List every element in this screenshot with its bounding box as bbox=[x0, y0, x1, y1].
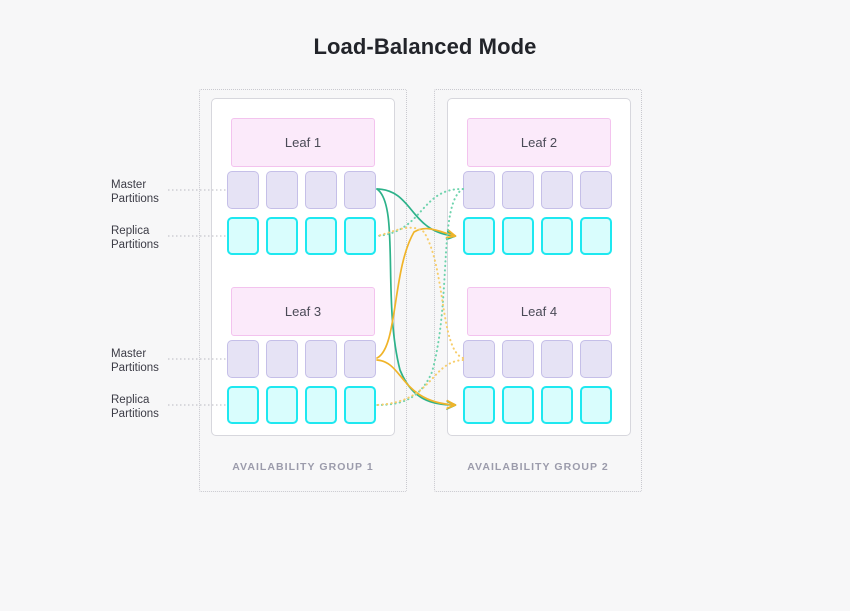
leaf-3-replica-partition-2[interactable] bbox=[266, 386, 298, 424]
leaf-1-replica-partition-4[interactable] bbox=[344, 217, 376, 255]
label-master-partitions-top: Master Partitions bbox=[111, 179, 159, 205]
leaf-3-master-partition-3[interactable] bbox=[305, 340, 337, 378]
leaf-4-master-partition-2[interactable] bbox=[502, 340, 534, 378]
leaf-1-replica-partition-1[interactable] bbox=[227, 217, 259, 255]
leaf-4-master-partition-3[interactable] bbox=[541, 340, 573, 378]
leaf-2-master-partition-2[interactable] bbox=[502, 171, 534, 209]
leaf-1-master-partition-4[interactable] bbox=[344, 171, 376, 209]
leaf-1-master-partition-3[interactable] bbox=[305, 171, 337, 209]
leaf-4-master-partition-1[interactable] bbox=[463, 340, 495, 378]
leaf-3-master-partition-4[interactable] bbox=[344, 340, 376, 378]
leaf-2-box[interactable]: Leaf 2 bbox=[467, 118, 611, 167]
leaf-3-master-partition-1[interactable] bbox=[227, 340, 259, 378]
leaf-4-replica-partition-4[interactable] bbox=[580, 386, 612, 424]
leaf-4-replica-partition-2[interactable] bbox=[502, 386, 534, 424]
leaf-4-master-partition-4[interactable] bbox=[580, 340, 612, 378]
leaf-1-replica-partition-2[interactable] bbox=[266, 217, 298, 255]
leaf-4-box[interactable]: Leaf 4 bbox=[467, 287, 611, 336]
leaf-1-replica-partition-3[interactable] bbox=[305, 217, 337, 255]
leaf-4-replica-partition-3[interactable] bbox=[541, 386, 573, 424]
leaf-2-master-partition-3[interactable] bbox=[541, 171, 573, 209]
leaf-1-master-partition-1[interactable] bbox=[227, 171, 259, 209]
leaf-1-box[interactable]: Leaf 1 bbox=[231, 118, 375, 167]
leaf-3-master-partition-2[interactable] bbox=[266, 340, 298, 378]
leaf-2-replica-partition-1[interactable] bbox=[463, 217, 495, 255]
leaf-3-replica-partition-4[interactable] bbox=[344, 386, 376, 424]
leaf-3-box[interactable]: Leaf 3 bbox=[231, 287, 375, 336]
leaf-3-replica-partition-3[interactable] bbox=[305, 386, 337, 424]
availability-group-2-caption: AVAILABILITY GROUP 2 bbox=[467, 461, 609, 473]
availability-group-1-caption: AVAILABILITY GROUP 1 bbox=[232, 461, 374, 473]
leaf-2-master-partition-4[interactable] bbox=[580, 171, 612, 209]
leaf-2-replica-partition-3[interactable] bbox=[541, 217, 573, 255]
leaf-2-master-partition-1[interactable] bbox=[463, 171, 495, 209]
label-replica-partitions-bottom: Replica Partitions bbox=[111, 394, 159, 420]
page-title: Load-Balanced Mode bbox=[313, 34, 537, 59]
label-master-partitions-bottom: Master Partitions bbox=[111, 348, 159, 374]
leaf-4-replica-partition-1[interactable] bbox=[463, 386, 495, 424]
leaf-2-replica-partition-2[interactable] bbox=[502, 217, 534, 255]
leaf-1-master-partition-2[interactable] bbox=[266, 171, 298, 209]
leaf-2-replica-partition-4[interactable] bbox=[580, 217, 612, 255]
label-replica-partitions-top: Replica Partitions bbox=[111, 225, 159, 251]
leaf-3-replica-partition-1[interactable] bbox=[227, 386, 259, 424]
